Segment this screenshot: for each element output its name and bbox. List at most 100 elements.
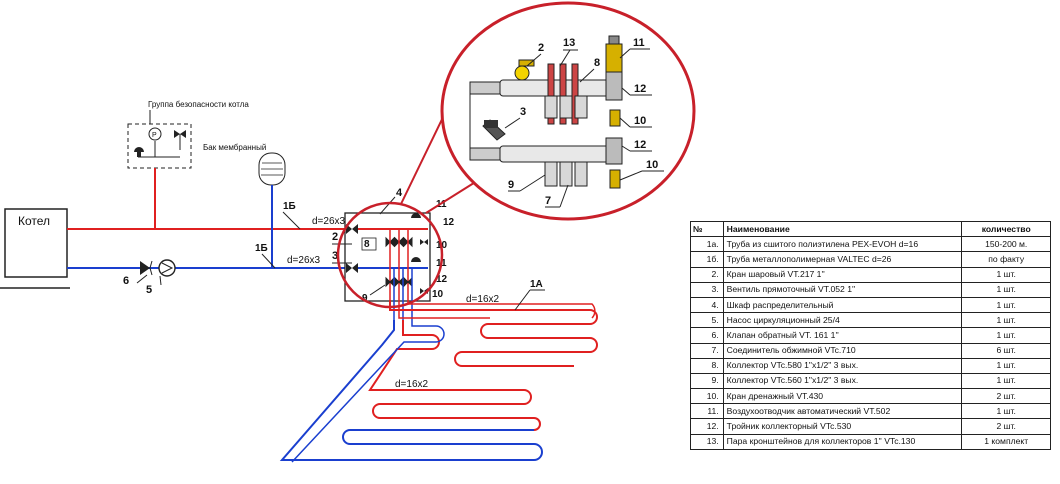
row-name: Соединитель обжимной VTc.710 bbox=[722, 342, 963, 359]
callout-5: 5 bbox=[146, 284, 152, 296]
row-quantity: 2 шт. bbox=[961, 418, 1051, 435]
pipe-size-return: d=26x3 bbox=[287, 255, 321, 266]
row-quantity: 1 шт. bbox=[961, 357, 1051, 374]
detail-callout-3: 3 bbox=[520, 106, 526, 118]
row-number: 4. bbox=[690, 296, 724, 314]
row-quantity: 1 шт. bbox=[961, 281, 1051, 298]
row-quantity: 2 шт. bbox=[961, 388, 1051, 405]
row-quantity: 150-200 м. bbox=[961, 236, 1051, 253]
row-quantity: 1 шт. bbox=[961, 266, 1051, 283]
callout-10-b: 10 bbox=[432, 289, 444, 300]
row-name: Насос циркуляционный 25/4 bbox=[722, 312, 963, 329]
table-row: 1а.Труба из сшитого полиэтилена PEX-EVOH… bbox=[690, 236, 1051, 253]
detail-callout-2: 2 bbox=[538, 42, 544, 54]
safety-group-box bbox=[127, 123, 192, 169]
table-row: 8.Коллектор VTc.580 1"x1/2" 3 вых.1 шт. bbox=[690, 357, 1051, 374]
specification-table: № Наименование количество 1а.Труба из сш… bbox=[690, 220, 1051, 450]
boiler-label: Котел bbox=[18, 214, 50, 228]
table-body: 1а.Труба из сшитого полиэтилена PEX-EVOH… bbox=[690, 236, 1051, 450]
header-no: № bbox=[690, 220, 724, 238]
table-row: 2.Кран шаровый VT.217 1''1 шт. bbox=[690, 266, 1051, 283]
row-name: Кран шаровый VT.217 1'' bbox=[722, 266, 963, 283]
callout-2: 2 bbox=[332, 231, 338, 243]
row-number: 1а. bbox=[690, 236, 724, 253]
callout-9: 9 bbox=[362, 293, 368, 304]
pipe-size-floor-2: d=16x2 bbox=[395, 379, 429, 390]
callout-4: 4 bbox=[396, 187, 403, 199]
air-vent-bottom-icon bbox=[411, 257, 421, 262]
row-quantity: 1 комплект bbox=[961, 433, 1051, 450]
detail-callout-11: 11 bbox=[633, 37, 645, 49]
row-name: Пара кронштейнов для коллекторов 1'' VTc… bbox=[722, 433, 963, 450]
expansion-tank-label: Бак мембранный bbox=[203, 143, 266, 152]
pipe-size-supply: d=26x3 bbox=[312, 216, 346, 227]
table-row: 11.Воздухоотводчик автоматический VT.502… bbox=[690, 403, 1051, 420]
row-quantity: по факту bbox=[961, 251, 1051, 268]
row-number: 8. bbox=[690, 357, 724, 374]
safety-group-label: Группа безопасности котла bbox=[148, 100, 249, 109]
table-row: 9.Коллектор VTc.560 1"x1/2" 3 вых.1 шт. bbox=[690, 372, 1051, 390]
svg-text:P: P bbox=[152, 132, 157, 139]
row-number: 3. bbox=[690, 281, 724, 298]
row-quantity: 1 шт. bbox=[961, 296, 1051, 314]
row-number: 1б. bbox=[690, 251, 724, 268]
row-name: Клапан обратный VT. 161 1'' bbox=[722, 327, 963, 344]
callout-3: 3 bbox=[332, 250, 338, 262]
air-vent-top-icon bbox=[411, 213, 421, 218]
row-number: 11. bbox=[690, 403, 724, 420]
row-name: Тройник коллекторный VTc.530 bbox=[722, 418, 963, 435]
ball-valve-icon bbox=[346, 224, 358, 234]
detail-callout-7: 7 bbox=[545, 195, 551, 207]
callout-12-a: 12 bbox=[443, 217, 455, 228]
row-name: Шкаф распределительный bbox=[722, 296, 963, 314]
row-number: 10. bbox=[690, 388, 724, 405]
air-vent-icon bbox=[134, 147, 144, 152]
row-quantity: 1 шт. bbox=[961, 372, 1051, 390]
row-number: 7. bbox=[690, 342, 724, 359]
floor-loop-supply bbox=[389, 300, 598, 367]
straight-valve-icon bbox=[346, 263, 358, 273]
table-row: 6.Клапан обратный VT. 161 1''1 шт. bbox=[690, 327, 1051, 344]
detail-callout-10-a: 10 bbox=[634, 115, 646, 127]
row-name: Труба из сшитого полиэтилена PEX-EVOH d=… bbox=[722, 236, 963, 253]
row-number: 6. bbox=[690, 327, 724, 344]
row-name: Кран дренажный VT.430 bbox=[722, 388, 963, 405]
row-name: Труба металлополимерная VALTEC d=26 bbox=[722, 251, 963, 268]
detail-callout-10-b: 10 bbox=[646, 159, 658, 171]
row-number: 2. bbox=[690, 266, 724, 283]
table-row: 13.Пара кронштейнов для коллекторов 1'' … bbox=[690, 433, 1051, 450]
manifold-cabinet bbox=[344, 212, 431, 302]
row-quantity: 1 шт. bbox=[961, 312, 1051, 329]
row-number: 9. bbox=[690, 372, 724, 390]
row-number: 12. bbox=[690, 418, 724, 435]
table-row: 3.Вентиль прямоточный VT.052 1''1 шт. bbox=[690, 281, 1051, 298]
floor-loop-return bbox=[279, 320, 543, 463]
drain-valve-top-icon bbox=[420, 239, 428, 245]
pressure-gauge-icon bbox=[148, 127, 162, 141]
callout-12-b: 12 bbox=[436, 274, 448, 285]
detail-manifold-drawing bbox=[469, 35, 623, 189]
detail-callout-12-b: 12 bbox=[634, 139, 646, 151]
row-name: Коллектор VTc.580 1"x1/2" 3 вых. bbox=[722, 357, 963, 374]
detail-callout-9: 9 bbox=[508, 179, 514, 191]
row-name: Вентиль прямоточный VT.052 1'' bbox=[722, 281, 963, 298]
pipe-size-floor-1: d=16x2 bbox=[466, 294, 500, 305]
row-number: 13. bbox=[690, 433, 724, 450]
table-header-row: № Наименование количество bbox=[690, 220, 1051, 238]
row-number: 5. bbox=[690, 312, 724, 329]
pipe-1b-label-bottom: 1Б bbox=[255, 243, 268, 254]
row-quantity: 6 шт. bbox=[961, 342, 1051, 359]
detail-callout-13: 13 bbox=[563, 37, 575, 49]
callout-11-a: 11 bbox=[436, 199, 447, 210]
detail-callout-12-a: 12 bbox=[634, 83, 646, 95]
return-manifold bbox=[385, 276, 413, 288]
pipe-1a-label: 1А bbox=[530, 279, 543, 290]
boiler bbox=[4, 208, 68, 278]
row-quantity: 1 шт. bbox=[961, 327, 1051, 344]
